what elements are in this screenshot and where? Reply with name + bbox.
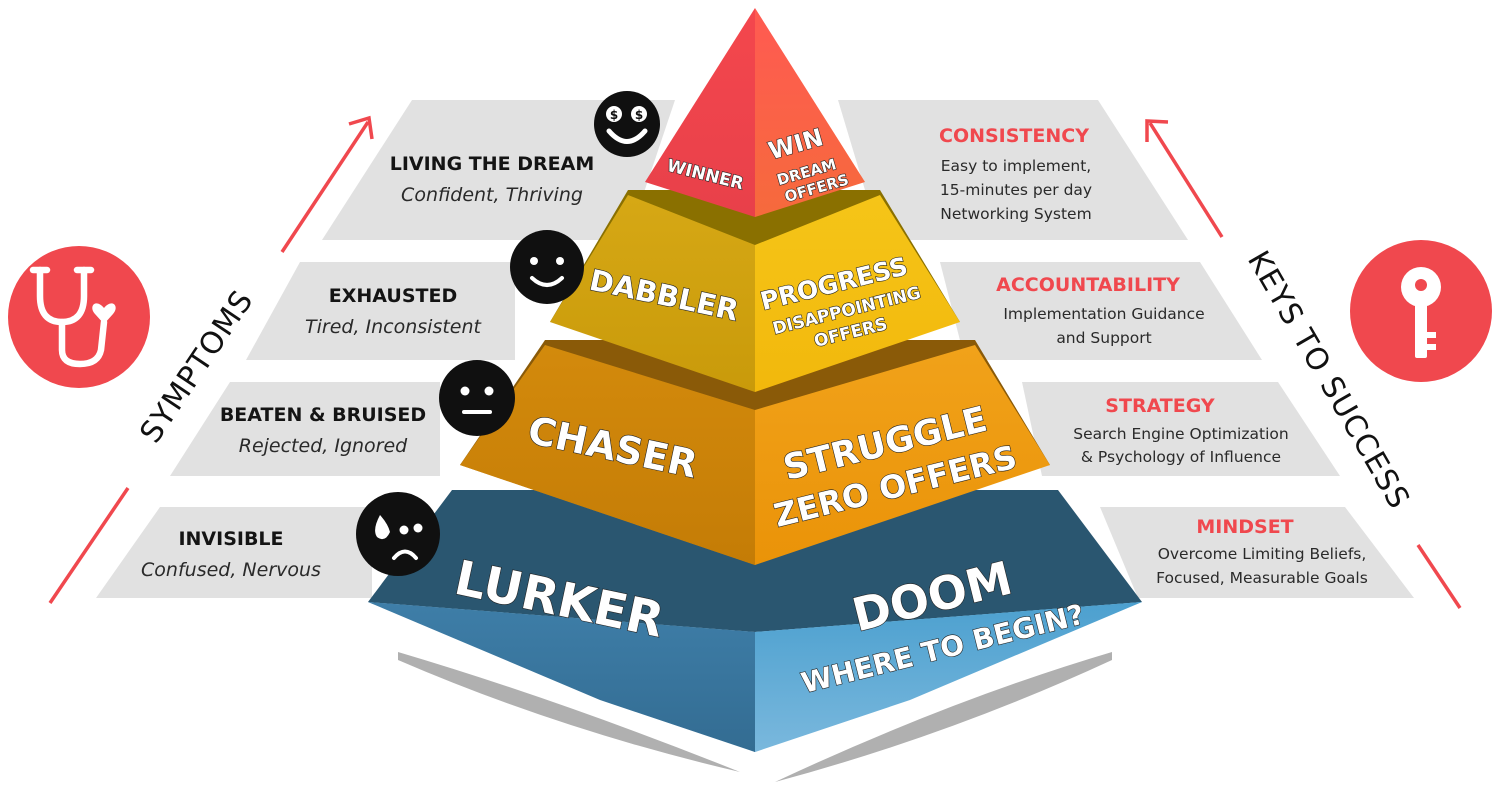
key-1-title: CONSISTENCY: [939, 125, 1089, 147]
tier3-right-face: [755, 345, 1050, 565]
key-1-line-3: Networking System: [940, 205, 1091, 223]
tier2-left-face: [550, 195, 755, 392]
key-2-title: ACCOUNTABILITY: [996, 274, 1180, 296]
key-1-line-1: Easy to implement,: [941, 157, 1092, 175]
neutral-face-icon: [439, 360, 515, 436]
stethoscope-icon: [8, 246, 150, 388]
tier2-right-face: [755, 195, 960, 392]
symptom-bands: [96, 100, 675, 598]
symptom-band-4: [96, 507, 372, 598]
keys-list: CONSISTENCY Easy to implement, 15-minute…: [939, 125, 1368, 587]
arrow-up-icon: [1145, 119, 1169, 142]
key-3-line-2: & Psychology of Influence: [1081, 448, 1281, 466]
sweat-sad-face-icon: [356, 492, 440, 576]
key-band-3: [1022, 382, 1340, 476]
key-bands: [838, 100, 1414, 598]
symptom-3-title: BEATEN & BRUISED: [220, 404, 426, 426]
symptom-band-2: [246, 262, 515, 360]
key-2-line-2: and Support: [1056, 329, 1151, 347]
key-band-1: [838, 100, 1188, 240]
pyramid: [368, 8, 1142, 752]
keys-arrow: [1145, 119, 1462, 609]
tier1-left-face: [645, 8, 755, 217]
symptom-band-3: [170, 382, 440, 476]
svg-text:$: $: [610, 108, 618, 122]
symptom-band-1: [322, 100, 675, 240]
ground-shadow-right: [775, 652, 1112, 782]
symptoms-list: LIVING THE DREAM Confident, Thriving EXH…: [141, 153, 594, 581]
tier1-right-face: [755, 8, 865, 217]
symptom-1-subtitle: Confident, Thriving: [401, 184, 583, 206]
symptom-4-subtitle: Confused, Nervous: [141, 559, 321, 581]
key-band-2: [940, 262, 1262, 360]
ground-shadow-left: [398, 652, 740, 772]
key-band-4: [1100, 507, 1414, 598]
symptom-2-title: EXHAUSTED: [329, 285, 457, 307]
symptom-3-subtitle: Rejected, Ignored: [239, 435, 408, 457]
symptom-1-title: LIVING THE DREAM: [390, 153, 595, 175]
symptom-2-subtitle: Tired, Inconsistent: [305, 316, 483, 338]
symptom-4-title: INVISIBLE: [178, 528, 283, 550]
key-3-line-1: Search Engine Optimization: [1073, 425, 1288, 443]
key-1-line-2: 15-minutes per day: [940, 181, 1092, 199]
key-icon: [1350, 240, 1492, 382]
smile-face-icon: [510, 230, 584, 304]
money-eyes-face-icon: $ $: [594, 91, 660, 157]
arrow-up-icon: [348, 115, 374, 140]
key-4-title: MINDSET: [1196, 516, 1293, 538]
symptoms-arrow: [48, 115, 374, 604]
key-4-line-1: Overcome Limiting Beliefs,: [1158, 545, 1367, 563]
key-4-line-2: Focused, Measurable Goals: [1156, 569, 1368, 587]
key-2-line-1: Implementation Guidance: [1003, 305, 1204, 323]
key-3-title: STRATEGY: [1105, 395, 1215, 417]
svg-text:$: $: [635, 108, 643, 122]
